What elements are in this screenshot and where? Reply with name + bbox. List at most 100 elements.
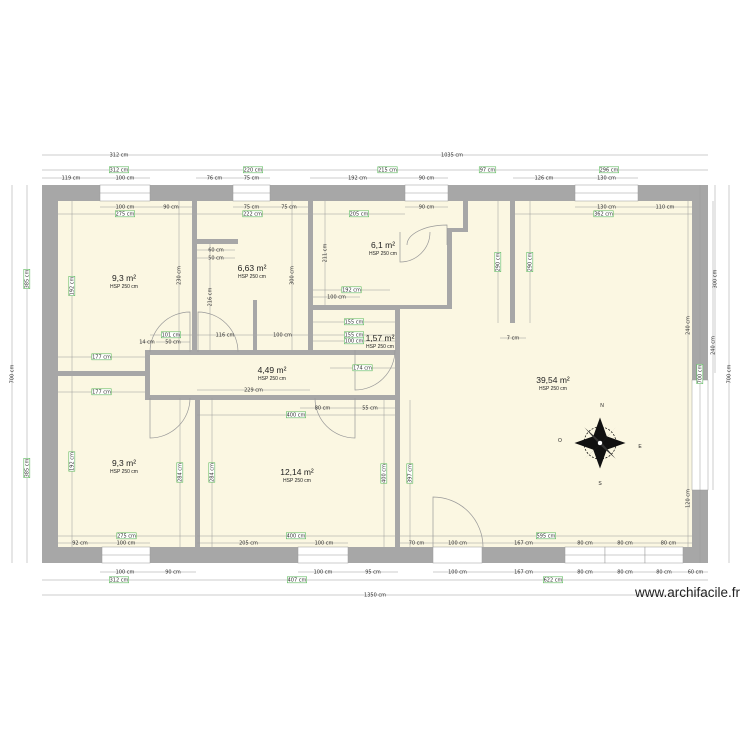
dimension-box — [380, 463, 388, 484]
dimension-label: 192 cm — [70, 277, 76, 296]
room-area-piece-6-1: 6,1 m² — [371, 240, 395, 250]
dimension-label: 275 cm — [117, 534, 136, 540]
dimension-box — [542, 576, 563, 584]
dimension-label: 116 cm — [216, 333, 235, 339]
wall — [510, 201, 515, 323]
dimension-label: 90 cm — [165, 570, 181, 576]
door-swing — [406, 224, 448, 246]
openings — [99, 184, 709, 564]
dimension-label: 100 cm — [315, 541, 334, 547]
dimension-label: 1035 cm — [441, 153, 463, 159]
dimension-label: 296 cm — [600, 168, 619, 174]
dimension-label: 220 cm — [244, 168, 263, 174]
dimension-box — [526, 252, 534, 273]
dimension-label: 80 cm — [617, 570, 633, 576]
dimension-label: 362 cm — [594, 212, 613, 218]
dimension-label: 14 cm — [139, 340, 155, 346]
room-area-wc-1-57: 1,57 m² — [366, 333, 395, 343]
floor-area — [58, 201, 692, 547]
dimension-box — [161, 331, 182, 339]
compass-letter: O — [558, 438, 562, 444]
dimension-label: 400 cm — [287, 413, 306, 419]
dimension-label: 284 cm — [210, 463, 216, 482]
dimension-label: 100 cm — [448, 570, 467, 576]
dimension-label: 110 cm — [656, 205, 675, 211]
dimension-label: 126 cm — [535, 176, 554, 182]
dimension-box — [341, 286, 362, 294]
wall — [42, 547, 708, 563]
compass-center — [597, 440, 603, 446]
room-hsp-sejour-39-54: HSP 250 cm — [539, 386, 567, 392]
dimension-label: 192 cm — [348, 176, 367, 182]
door-swing — [314, 397, 356, 439]
dimension-label: 97 cm — [480, 168, 496, 174]
dimension-box — [343, 331, 364, 339]
dimension-box — [243, 166, 264, 174]
walls — [42, 185, 708, 563]
dimension-label: 100 cm — [327, 295, 346, 301]
dimension-label: 100 cm — [345, 339, 364, 345]
dimension-label: 300 cm — [713, 270, 719, 289]
dimension-label: 192 cm — [342, 288, 361, 294]
dimension-label: 192 cm — [70, 452, 76, 471]
dimension-box — [109, 576, 130, 584]
dimension-label: 130 cm — [597, 205, 616, 211]
wall — [395, 350, 400, 547]
dimension-label: 229 cm — [244, 388, 263, 394]
dimension-label: 290 cm — [528, 253, 534, 272]
dimension-label: 130 cm — [597, 176, 616, 182]
door-swing — [197, 311, 239, 353]
room-area-piece-6-63: 6,63 m² — [238, 263, 267, 273]
dimension-label: 50 cm — [208, 256, 224, 262]
wall — [447, 230, 452, 308]
dimension-label: 312 cm — [110, 168, 129, 174]
dimension-label: 205 cm — [239, 541, 258, 547]
room-hsp-couloir-4-49: HSP 250 cm — [258, 376, 286, 382]
dimension-label: 100 cm — [314, 570, 333, 576]
dimension-label: 177 cm — [92, 390, 111, 396]
compass-letter: S — [598, 481, 602, 487]
compass-letter: N — [600, 403, 604, 409]
dimension-box — [68, 451, 76, 472]
dimension-label: 167 cm — [514, 570, 533, 576]
wall — [58, 371, 145, 376]
dimension-label: 80 cm — [315, 406, 331, 412]
dimension-label: 1350 cm — [364, 593, 386, 599]
dimension-label: 222 cm — [243, 212, 262, 218]
wall — [145, 350, 400, 355]
dimension-label: 216 cm — [208, 288, 214, 307]
dimension-box — [109, 166, 130, 174]
dimension-label: 80 cm — [577, 541, 593, 547]
dimension-label: 240 cm — [711, 336, 717, 355]
dimension-box — [348, 210, 369, 218]
dimension-box — [285, 411, 306, 419]
dimension-label: 240 cm — [686, 316, 692, 335]
dimension-label: 100 cm — [116, 570, 135, 576]
dimension-label: 92 cm — [72, 541, 88, 547]
room-area-chambre-haut-gauche: 9,3 m² — [112, 273, 136, 283]
compass-minor-point — [600, 427, 616, 445]
dimension-box — [242, 210, 263, 218]
wall — [192, 201, 197, 353]
dimension-label: 101 cm — [162, 333, 181, 339]
dimension-label: 100 cm — [116, 176, 135, 182]
dimension-label: 284 cm — [178, 463, 184, 482]
dimension-label: 7 cm — [507, 336, 520, 342]
wall — [395, 305, 400, 355]
room-area-chambre-12-14: 12,14 m² — [280, 467, 314, 477]
door-swing — [149, 397, 191, 439]
wall — [312, 305, 452, 309]
dimension-box — [352, 364, 373, 372]
dimension-box — [91, 388, 112, 396]
dimension-label: 174 cm — [353, 366, 372, 372]
entry-door-gap — [432, 546, 483, 564]
wall — [145, 395, 400, 400]
room-area-sejour-39-54: 39,54 m² — [536, 375, 570, 385]
dimension-label: 90 cm — [419, 176, 435, 182]
dimension-label: 211 cm — [323, 244, 329, 263]
dimension-label: 70 cm — [409, 541, 425, 547]
dimension-label: 700 cm — [727, 365, 733, 384]
dimension-label: 80 cm — [617, 541, 633, 547]
